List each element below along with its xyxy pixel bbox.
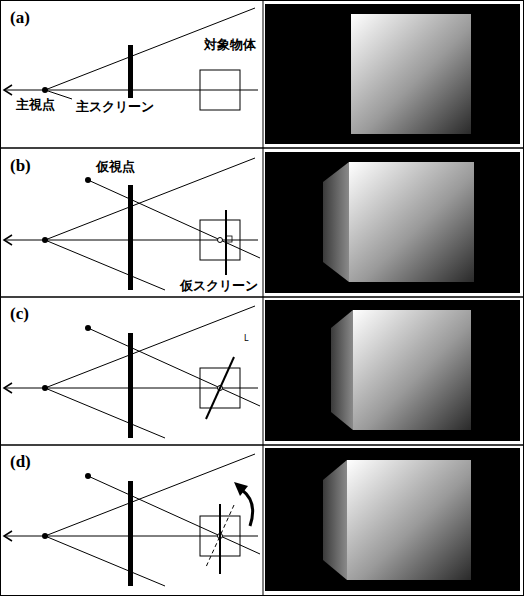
panel-a-render [265, 4, 520, 144]
screen-label: 主スクリーン [76, 100, 154, 115]
panel-c-render [265, 300, 520, 441]
screen-label: 仮スクリーン [180, 279, 258, 294]
viewpoint-label: 仮視点 [96, 160, 135, 175]
panel-d-render [265, 448, 520, 591]
stray-mark: L [244, 334, 248, 343]
panel-letter: (b) [10, 156, 31, 176]
panel-divider [0, 147, 524, 149]
panel-divider [0, 296, 524, 298]
panel-letter: (a) [10, 8, 30, 28]
panel-a-diagram [4, 8, 258, 110]
panel-letter: (d) [10, 452, 31, 472]
panel-d-diagram [4, 454, 260, 586]
object-label: 対象物体 [204, 38, 256, 53]
panel-b-render [265, 152, 520, 293]
viewpoint-label: 主視点 [16, 98, 55, 113]
panel-b-diagram [4, 158, 260, 290]
panel-c-diagram [4, 306, 260, 438]
column-divider [263, 0, 264, 596]
panel-divider [0, 444, 524, 446]
panel-letter: (c) [10, 304, 29, 324]
